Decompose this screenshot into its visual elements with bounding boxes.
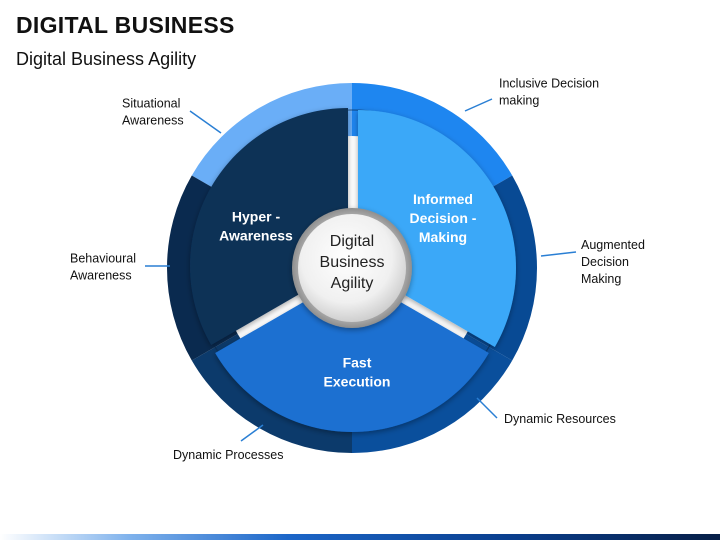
outer-label-dynamic-resources: Dynamic Resources — [504, 412, 616, 426]
segment-label-fast-execution-line: Execution — [324, 373, 391, 389]
outer-label-augmented-decision-making-line: Decision — [581, 255, 629, 269]
connector-augmented-decision-making — [540, 251, 577, 257]
connector-situational-awareness — [189, 110, 222, 134]
outer-label-behavioural-awareness-line: Behavioural — [70, 252, 136, 266]
segment-label-informed-decision-making-line: Decision - — [410, 210, 477, 226]
segment-label-informed-decision-making-line: Informed — [413, 191, 473, 207]
outer-label-behavioural-awareness-line: Awareness — [70, 269, 132, 283]
outer-label-situational-awareness-line: Awareness — [122, 114, 184, 128]
hub-label-line: Digital — [330, 233, 374, 250]
segment-label-informed-decision-making-line: Making — [419, 229, 467, 245]
hub-label-line: Business — [320, 254, 385, 271]
segment-label-hyper-awareness: Hyper - Awareness — [219, 208, 293, 243]
outer-label-inclusive-decision-making-line: Inclusive Decision — [499, 77, 599, 91]
outer-label-situational-awareness-line: Situational — [122, 97, 180, 111]
hub-circle — [298, 214, 406, 322]
page-subtitle: Digital Business Agility — [16, 49, 197, 69]
outer-label-inclusive-decision-making-line: making — [499, 94, 539, 108]
page-title: DIGITAL BUSINESS — [16, 12, 235, 38]
connector-dynamic-processes — [240, 424, 264, 442]
segment-label-hyper-awareness-line: Hyper - — [232, 208, 281, 224]
segment-fast-execution — [215, 274, 489, 432]
hub-label-line: Agility — [331, 275, 374, 292]
segment-label-hyper-awareness-line: Awareness — [219, 227, 293, 243]
outer-label-inclusive-decision-making: Inclusive Decision making — [499, 77, 599, 108]
outer-label-augmented-decision-making-line: Making — [581, 272, 621, 286]
outer-label-augmented-decision-making-line: Augmented — [581, 238, 645, 252]
connector-dynamic-resources — [476, 397, 498, 419]
bottom-accent-bar — [0, 534, 720, 540]
outer-label-dynamic-processes-line: Dynamic Processes — [173, 448, 283, 462]
outer-label-dynamic-processes: Dynamic Processes — [173, 448, 283, 462]
segment-label-fast-execution-line: Fast — [343, 354, 372, 370]
connector-inclusive-decision-making — [464, 98, 493, 112]
outer-label-dynamic-resources-line: Dynamic Resources — [504, 412, 616, 426]
